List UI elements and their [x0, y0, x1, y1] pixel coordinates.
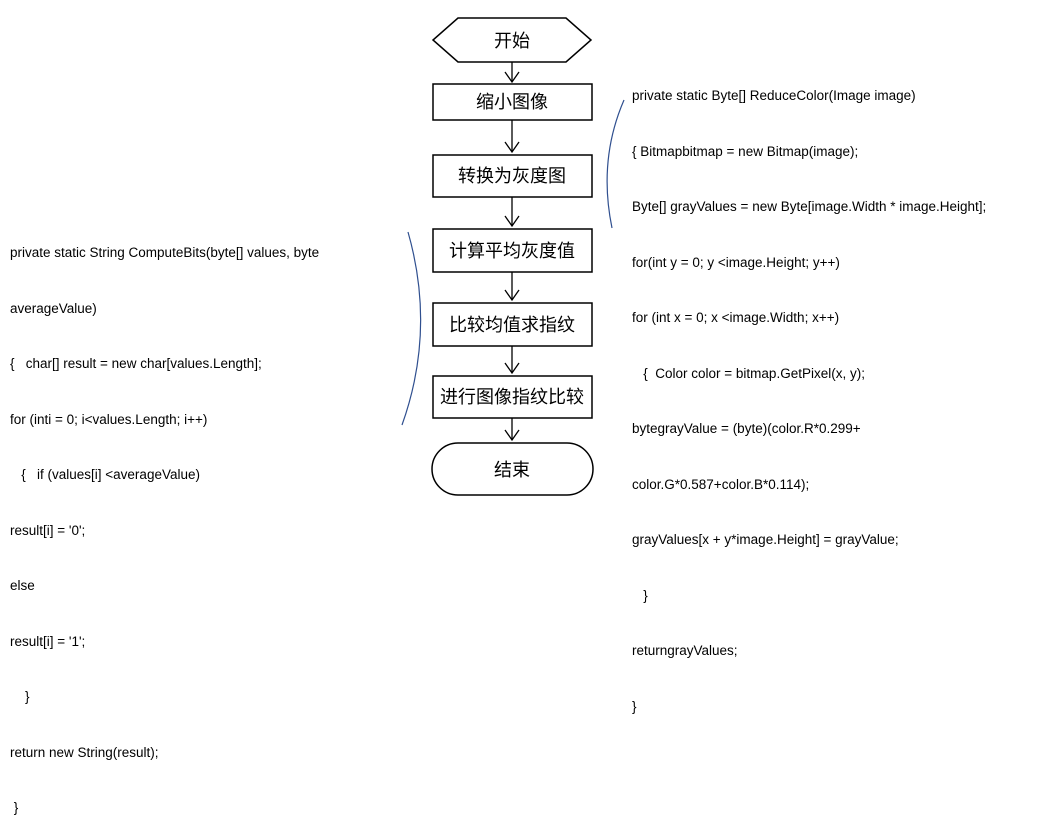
code-line: returngrayValues;: [632, 643, 738, 658]
code-line: { char[] result = new char[values.Length…: [10, 356, 262, 371]
flow-step-4-label: 比较均值求指纹: [449, 315, 575, 336]
code-line: result[i] = '1';: [10, 633, 86, 649]
left-brace-curve: [401, 231, 422, 426]
code-line: for (int x = 0; x <image.Width; x++): [632, 310, 840, 325]
flow-step-4-box: [432, 302, 593, 347]
flow-step-2-label: 转换为灰度图: [458, 166, 566, 187]
flow-arrows: [504, 62, 520, 442]
code-line: grayValues[x + y*image.Height] = grayVal…: [632, 532, 899, 547]
flow-step-5-box: [432, 375, 593, 419]
arrowhead-3: [504, 215, 520, 228]
arrowhead-6: [504, 429, 520, 442]
code-line: { if (values[i] <averageValue): [10, 467, 200, 482]
flow-step-3-box: [432, 228, 593, 273]
code-line: }: [632, 587, 648, 603]
arrowhead-4: [504, 289, 520, 302]
code-line: private static Byte[] ReduceColor(Image …: [632, 88, 916, 103]
code-line: return new String(result);: [10, 744, 159, 760]
code-block-compute-bits: private static String ComputeBits(byte[]…: [10, 207, 319, 836]
code-line: }: [10, 800, 19, 815]
code-line: result[i] = '0';: [10, 522, 86, 538]
code-line: { Bitmapbitmap = new Bitmap(image);: [632, 143, 859, 159]
code-line: bytegrayValue = (byte)(color.R*0.299+: [632, 421, 861, 436]
code-line: color.G*0.587+color.B*0.114);: [632, 476, 810, 492]
code-line: private static String ComputeBits(byte[]…: [10, 245, 320, 260]
flow-step-1-label: 缩小图像: [476, 92, 548, 113]
flow-step-2-box: [432, 154, 593, 198]
arrowhead-2: [504, 141, 520, 154]
code-line: }: [10, 689, 30, 704]
code-block-reduce-color: private static Byte[] ReduceColor(Image …: [632, 50, 986, 735]
code-line: else: [10, 578, 35, 593]
code-line: for(int y = 0; y <image.Height; y++): [632, 254, 840, 270]
code-line: }: [632, 698, 637, 714]
flow-step-3-label: 计算平均灰度值: [449, 241, 575, 262]
code-line: averageValue): [10, 300, 97, 316]
code-line: for (inti = 0; i<values.Length; i++): [10, 411, 208, 427]
flow-start-shape: [431, 17, 593, 63]
flow-end-label: 结束: [494, 460, 530, 481]
arrowhead-1: [504, 71, 520, 84]
flowchart: 开始 缩小图像 转换为灰度图 计算平均灰度值 比较均值求指纹 进行图像指纹比较 …: [401, 17, 625, 496]
right-brace-curve: [606, 99, 625, 229]
flow-start-label: 开始: [494, 31, 530, 52]
code-line: { Color color = bitmap.GetPixel(x, y);: [632, 365, 865, 381]
flow-end-shape: [431, 442, 594, 496]
arrowhead-5: [504, 362, 520, 375]
flow-step-1-box: [432, 83, 593, 121]
flow-step-5-label: 进行图像指纹比较: [440, 387, 584, 408]
code-line: Byte[] grayValues = new Byte[image.Width…: [632, 199, 987, 214]
